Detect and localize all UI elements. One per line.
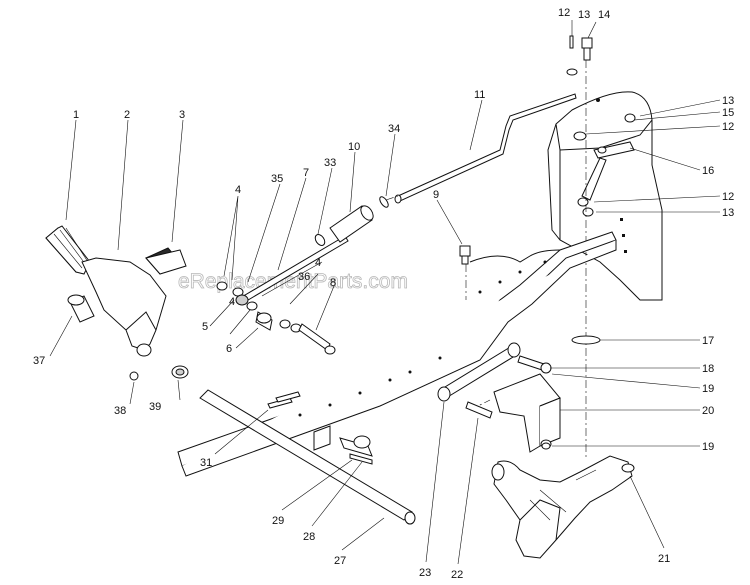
callout-19b: 19 bbox=[702, 441, 714, 453]
callout-21: 21 bbox=[658, 553, 670, 565]
callout-13-mid: 13 bbox=[722, 95, 734, 107]
washer-34 bbox=[379, 196, 389, 208]
callout-12-mid: 12 bbox=[722, 121, 734, 133]
pedal-pad-1 bbox=[45, 225, 91, 275]
bolt-18 bbox=[517, 355, 552, 374]
callout-labels: 1 2 3 4 4 4 5 6 7 8 9 10 11 12 12 12 13 … bbox=[33, 7, 734, 581]
callout-22: 22 bbox=[451, 569, 463, 581]
callout-29: 29 bbox=[272, 515, 284, 527]
callout-4b: 4 bbox=[315, 257, 321, 269]
callout-9: 9 bbox=[433, 189, 439, 201]
bracket-20 bbox=[493, 373, 561, 453]
callout-23: 23 bbox=[419, 567, 431, 579]
control-rod-11 bbox=[394, 93, 577, 204]
callout-12-top: 12 bbox=[558, 7, 570, 19]
spacer-5 bbox=[235, 294, 249, 306]
watermark-text: eReplacementParts.com bbox=[178, 270, 408, 293]
pedal-bracket-2 bbox=[81, 257, 167, 357]
callout-20: 20 bbox=[702, 405, 714, 417]
mechanism-21 bbox=[491, 455, 635, 559]
callout-19a: 19 bbox=[702, 383, 714, 395]
callout-15: 15 bbox=[722, 107, 734, 119]
callout-14: 14 bbox=[598, 9, 610, 21]
nut-38 bbox=[129, 371, 139, 381]
bushing-6 bbox=[255, 311, 273, 331]
pedal-pad-3 bbox=[145, 247, 187, 275]
callout-3: 3 bbox=[179, 109, 185, 121]
callout-10: 10 bbox=[348, 141, 360, 153]
washer-4c bbox=[246, 301, 258, 311]
callout-36: 36 bbox=[298, 271, 310, 283]
callout-34: 34 bbox=[388, 123, 400, 135]
callout-12-low: 12 bbox=[722, 191, 734, 203]
callout-8: 8 bbox=[330, 277, 336, 289]
bolt-8 bbox=[298, 323, 336, 355]
callout-2: 2 bbox=[124, 109, 130, 121]
callout-4a: 4 bbox=[235, 184, 241, 196]
bracket-29 bbox=[313, 425, 373, 457]
pin-22 bbox=[465, 401, 493, 419]
spacer-39 bbox=[171, 365, 189, 379]
callout-1: 1 bbox=[73, 109, 79, 121]
callout-16: 16 bbox=[702, 165, 714, 177]
callout-35: 35 bbox=[271, 173, 283, 185]
callout-39: 39 bbox=[149, 401, 161, 413]
callout-4c: 4 bbox=[229, 296, 235, 308]
washer-33 bbox=[314, 234, 326, 246]
pin-13-top bbox=[569, 35, 574, 49]
leader-lines bbox=[49, 20, 721, 565]
shaft-22 bbox=[437, 342, 521, 402]
nut-19-lower bbox=[541, 442, 551, 450]
main-lever-arm-31 bbox=[177, 231, 617, 477]
bushing-37 bbox=[67, 294, 95, 323]
callout-33: 33 bbox=[324, 157, 336, 169]
washer-36a bbox=[279, 319, 291, 329]
bolt-14 bbox=[581, 37, 593, 61]
washer-12-top bbox=[566, 68, 578, 76]
callout-11: 11 bbox=[474, 89, 485, 101]
link-rod-16 bbox=[577, 141, 635, 207]
callout-37: 37 bbox=[33, 355, 45, 367]
spacer-10 bbox=[329, 205, 374, 243]
screws-28 bbox=[267, 391, 373, 465]
callout-6: 6 bbox=[226, 343, 232, 355]
washer-4a bbox=[216, 281, 228, 291]
callout-28: 28 bbox=[303, 531, 315, 543]
washer-13 bbox=[573, 131, 587, 141]
callout-13-low: 13 bbox=[722, 207, 734, 219]
callout-38: 38 bbox=[114, 405, 126, 417]
washer-13-lower bbox=[582, 207, 594, 217]
callout-27: 27 bbox=[334, 555, 346, 567]
callout-5: 5 bbox=[202, 321, 208, 333]
callout-31: 31 bbox=[200, 457, 212, 469]
callout-17: 17 bbox=[702, 335, 714, 347]
washer-17 bbox=[571, 335, 601, 345]
callout-13-top: 13 bbox=[578, 9, 590, 21]
callout-7: 7 bbox=[303, 167, 309, 179]
centerline-rod bbox=[385, 195, 399, 201]
bolt-9 bbox=[459, 245, 471, 265]
callout-18: 18 bbox=[702, 363, 714, 375]
